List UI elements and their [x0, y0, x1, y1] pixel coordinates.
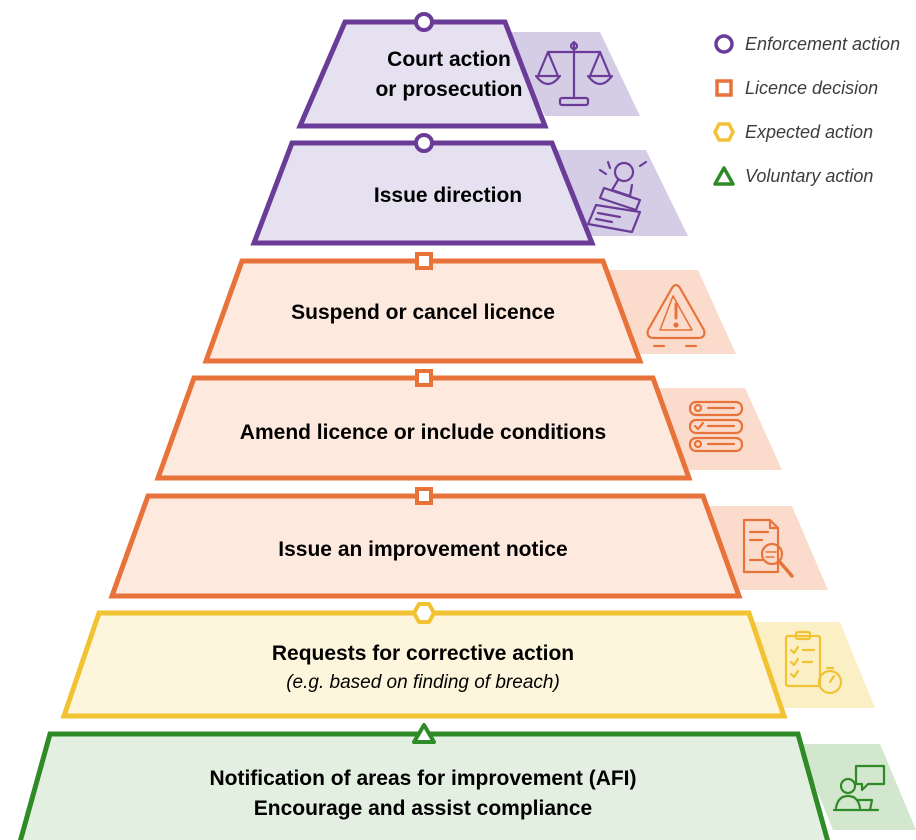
- tier-afi-line-1: Notification of areas for improvement (A…: [209, 767, 637, 790]
- legend-item-expected: Expected action: [712, 114, 916, 158]
- triangle-marker-icon: [412, 723, 436, 744]
- hexagon-marker-icon: [713, 122, 735, 142]
- circle-marker-icon: [414, 12, 434, 32]
- tier-direction-block: [250, 140, 596, 246]
- triangle-marker-icon: [713, 166, 735, 186]
- tier-afi-block: [17, 731, 831, 840]
- tier-corrective-sublabel: (e.g. based on finding of breach): [286, 672, 560, 693]
- tier-court-shadow: [505, 32, 640, 116]
- tier-amend-line-1: Amend licence or include conditions: [239, 421, 607, 444]
- legend-label: Expected action: [745, 122, 874, 142]
- square-marker-icon: [415, 487, 433, 505]
- tier-corrective-line-1: Requests for corrective action: [271, 642, 575, 665]
- tier-direction-label: Issue direction: [0, 181, 906, 211]
- stamp-icon: [586, 160, 648, 234]
- tier-amend-block: [154, 375, 693, 481]
- warning-icon: [646, 283, 706, 348]
- circle-marker-icon: [414, 133, 434, 153]
- tier-notice-shadow: [703, 506, 828, 590]
- tier-corrective-block: [60, 610, 788, 719]
- tier-corrective-label: Requests for corrective action (e.g. bas…: [0, 639, 881, 697]
- legend-item-enforcement: Enforcement action: [712, 26, 916, 70]
- tier-direction-line-1: Issue direction: [373, 184, 523, 207]
- tier-suspend-line-1: Suspend or cancel licence: [291, 301, 555, 324]
- tier-amend-label: Amend licence or include conditions: [0, 418, 881, 448]
- person-chat-icon: [832, 764, 886, 812]
- conditions-list-icon: [688, 400, 744, 453]
- legend-label: Voluntary action: [745, 166, 874, 186]
- tier-notice-label: Issue an improvement notice: [0, 535, 881, 565]
- tier-suspend-block: [202, 258, 644, 364]
- scales-icon: [534, 40, 614, 107]
- document-magnifier-icon: [742, 518, 794, 578]
- tier-amend-shadow: [653, 388, 782, 470]
- tier-afi-label: Notification of areas for improvement (A…: [0, 764, 881, 824]
- hexagon-marker-icon: [412, 602, 436, 624]
- square-marker-icon: [715, 79, 733, 97]
- tier-court-line-1: Court action: [387, 48, 511, 71]
- tier-court-label: Court action or prosecution: [0, 45, 907, 105]
- tier-court-block: [296, 19, 549, 129]
- tier-suspend-label: Suspend or cancel licence: [0, 298, 881, 328]
- legend-label: Licence decision: [745, 78, 879, 98]
- legend-label: Enforcement action: [745, 34, 901, 54]
- tier-notice-block: [108, 493, 743, 599]
- checklist-timer-icon: [784, 630, 843, 695]
- tier-corrective-shadow: [749, 622, 875, 708]
- tier-court-line-2: or prosecution: [375, 78, 523, 101]
- tier-notice-line-1: Issue an improvement notice: [278, 538, 568, 561]
- tier-suspend-shadow: [603, 270, 736, 354]
- legend-item-voluntary: Voluntary action: [712, 158, 916, 202]
- square-marker-icon: [415, 369, 433, 387]
- tier-afi-line-2: Encourage and assist compliance: [253, 797, 593, 820]
- legend-item-licence: Licence decision: [712, 70, 916, 114]
- circle-marker-icon: [714, 34, 734, 54]
- square-marker-icon: [415, 252, 433, 270]
- tier-afi-shadow: [798, 744, 916, 830]
- legend: Enforcement action Licence decision Expe…: [712, 26, 916, 202]
